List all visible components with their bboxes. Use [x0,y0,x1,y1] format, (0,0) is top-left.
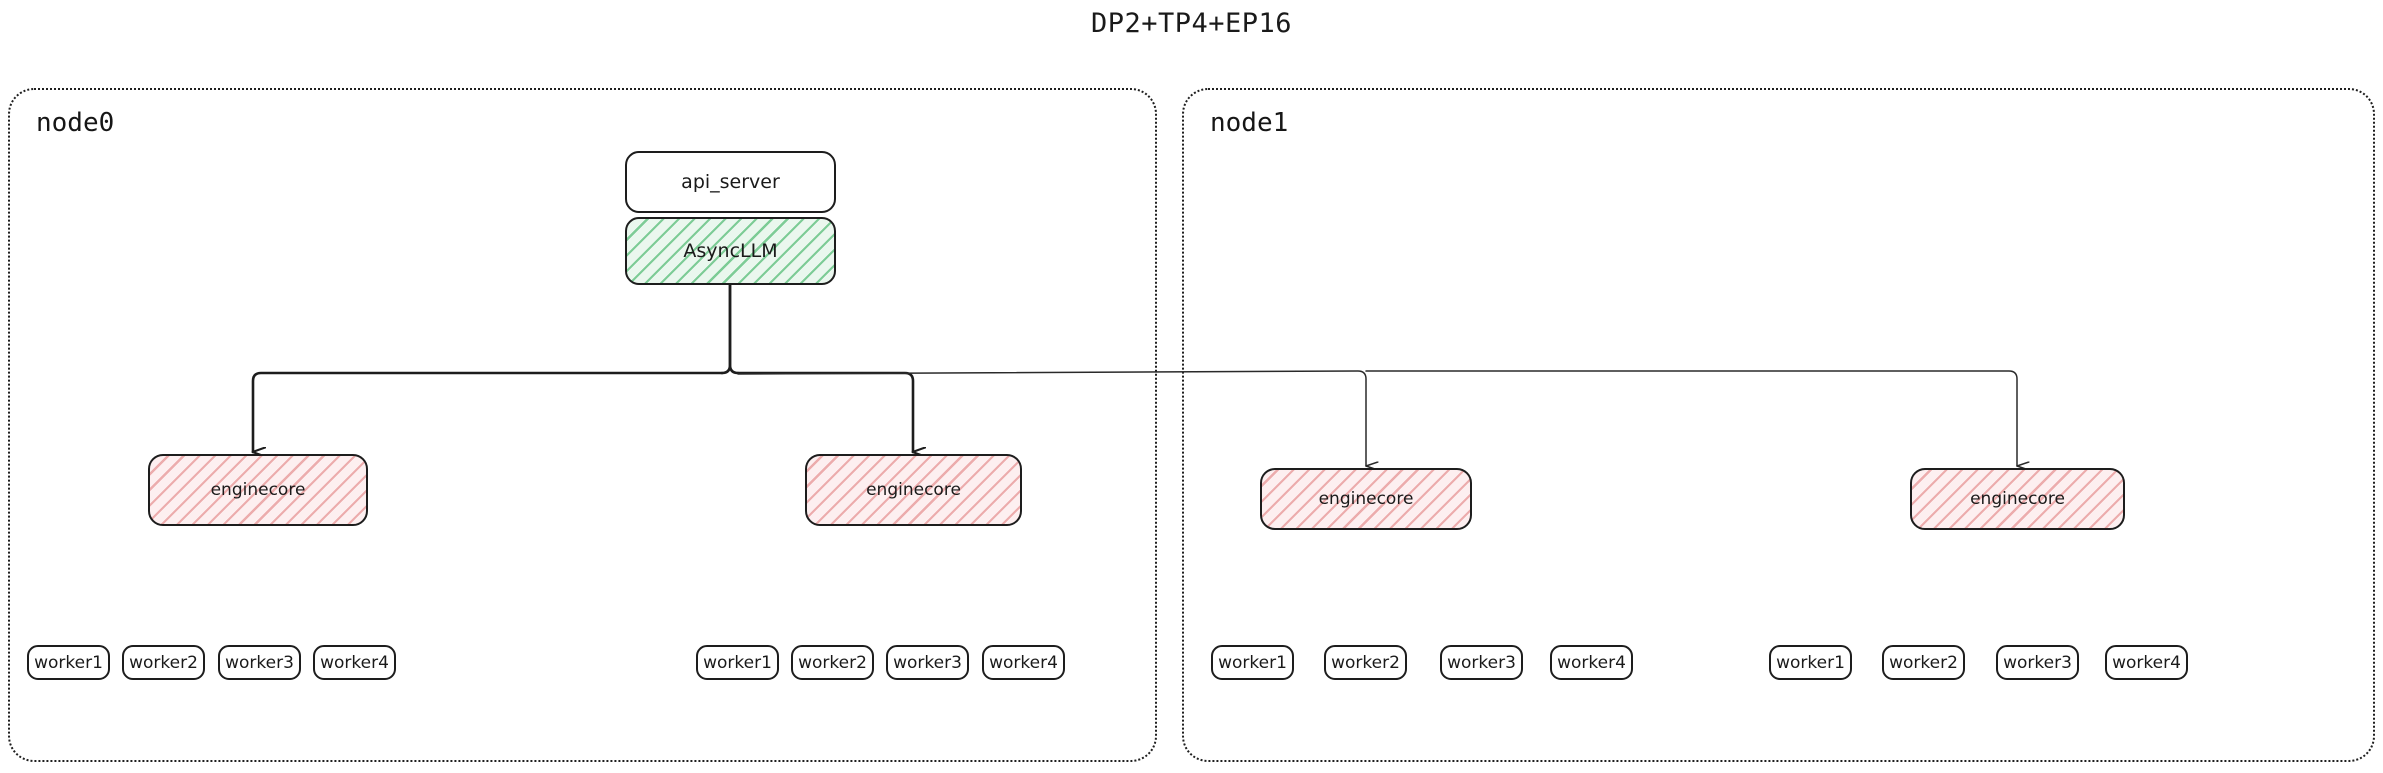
api-server-label: api_server [681,171,780,193]
worker-box[interactable]: worker1 [27,645,110,680]
worker-box[interactable]: worker4 [313,645,396,680]
worker-label: worker3 [893,652,962,673]
enginecore-label: enginecore [1318,489,1414,509]
worker-label: worker2 [1331,652,1400,673]
worker-label: worker2 [798,652,867,673]
enginecore-box[interactable]: enginecore [148,454,368,526]
async-llm-box[interactable]: AsyncLLM [625,217,836,285]
node-label-node0: node0 [36,108,115,138]
worker-label: worker1 [1776,652,1845,673]
worker-label: worker2 [1889,652,1958,673]
worker-box[interactable]: worker2 [1324,645,1407,680]
enginecore-box[interactable]: enginecore [1910,468,2125,530]
api-server-box[interactable]: api_server [625,151,836,213]
enginecore-label: enginecore [866,480,961,500]
worker-label: worker1 [703,652,772,673]
worker-box[interactable]: worker1 [1769,645,1852,680]
async-llm-label: AsyncLLM [683,240,778,262]
worker-box[interactable]: worker2 [1882,645,1965,680]
enginecore-label: enginecore [210,480,306,500]
node-label-node1: node1 [1210,108,1289,138]
enginecore-box[interactable]: enginecore [1260,468,1472,530]
page-title: DP2+TP4+EP16 [1090,8,1293,39]
worker-label: worker4 [320,652,389,673]
worker-box[interactable]: worker4 [1550,645,1633,680]
worker-box[interactable]: worker1 [1211,645,1294,680]
worker-label: worker4 [2112,652,2181,673]
worker-box[interactable]: worker4 [2105,645,2188,680]
worker-label: worker1 [34,652,103,673]
enginecore-label: enginecore [1970,489,2065,509]
worker-label: worker4 [1557,652,1626,673]
worker-label: worker3 [2003,652,2072,673]
worker-label: worker3 [1447,652,1516,673]
worker-label: worker4 [989,652,1058,673]
worker-label: worker3 [225,652,294,673]
worker-box[interactable]: worker3 [218,645,301,680]
worker-box[interactable]: worker3 [1996,645,2079,680]
worker-box[interactable]: worker4 [982,645,1065,680]
enginecore-box[interactable]: enginecore [805,454,1022,526]
worker-box[interactable]: worker2 [122,645,205,680]
worker-box[interactable]: worker3 [1440,645,1523,680]
worker-label: worker2 [129,652,198,673]
worker-box[interactable]: worker2 [791,645,874,680]
worker-box[interactable]: worker1 [696,645,779,680]
worker-box[interactable]: worker3 [886,645,969,680]
worker-label: worker1 [1218,652,1287,673]
